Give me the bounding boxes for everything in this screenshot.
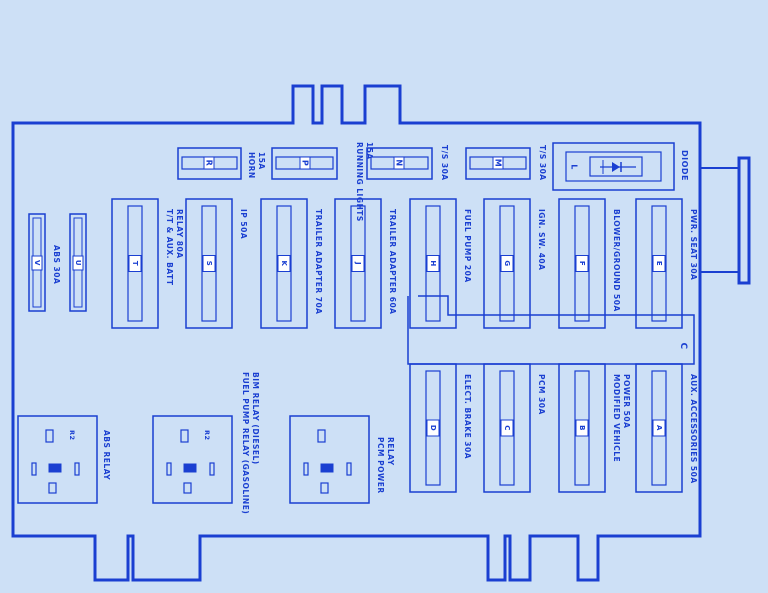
fuse-J-label: TRAILER ADAPTER 60A (388, 209, 397, 314)
relay-3-label: PCM POWER RELAY (376, 437, 395, 497)
fuse-U[interactable]: U (69, 213, 87, 312)
fuse-M-letter: M (494, 159, 503, 167)
fuse-T-label-line-1: T/T & AUX. BATT (165, 209, 174, 286)
relay-2-label-line-1: FUEL PUMP RELAY (GASOLINE) (241, 372, 250, 514)
fuse-P[interactable]: P RUNNING LIGHTS 15A (271, 142, 374, 225)
fuse-D-label: ELECT. BRAKE 30A (463, 374, 472, 459)
fuse-C[interactable]: C PCM 30A (483, 363, 546, 493)
fuse-E-letter: E (655, 261, 663, 266)
fuse-T[interactable]: T T/T & AUX. BATTRELAY 80A (111, 198, 184, 329)
fuse-D[interactable]: D ELECT. BRAKE 30A (409, 363, 472, 493)
diode-L[interactable]: L (552, 142, 675, 191)
fuse-N[interactable]: N T/S 30A (366, 145, 449, 181)
fuse-A-label: AUX. ACCESSORIES 50A (689, 374, 698, 484)
fuse-N-letter: N (395, 159, 404, 166)
fuse-H-label: FUEL PUMP 20A (463, 209, 472, 283)
fuse-F-label: BLOWER/GROUND 50A (612, 209, 621, 312)
relay-1-terminal: R2 (68, 430, 76, 441)
fuse-S-label: IP 50A (239, 209, 248, 239)
fuse-R-label: HORN 15A (247, 152, 266, 182)
relay-1-label: ABS RELAY (102, 430, 111, 480)
fuse-F[interactable]: F BLOWER/GROUND 50A (558, 198, 621, 329)
relay-group: R2 R2 (17, 415, 370, 504)
abs-fuse-label: ABS 30A (52, 245, 61, 284)
fuse-G-letter: G (503, 260, 511, 266)
fuse-row-upper: T T/T & AUX. BATTRELAY 80A S IP 50A K TRAILER… (111, 198, 698, 329)
fuse-box-outline (11, 84, 702, 582)
fuse-E[interactable]: E PWR. SEAT 30A (635, 198, 698, 329)
fuse-V[interactable]: V (28, 213, 46, 312)
fuse-R[interactable]: R HORN 15A (177, 147, 266, 182)
fuse-B[interactable]: B MODIFIED VEHICLEPOWER 50A (558, 363, 631, 493)
fuse-K[interactable]: K TRAILER ADAPTER 70A (260, 198, 323, 329)
fuse-K-label: TRAILER ADAPTER 70A (314, 209, 323, 314)
circuit-label: C (678, 342, 688, 349)
fuse-V-letter: V (33, 260, 41, 266)
fuse-B-label-line-2: POWER 50A (622, 374, 631, 428)
fuse-J-letter: J (354, 261, 362, 265)
fuse-R-letter: R (205, 160, 214, 167)
fuse-A-letter: A (655, 425, 663, 431)
fuse-F-letter: F (578, 261, 586, 266)
relay-2-terminal: R2 (203, 430, 211, 441)
fuse-P-letter: P (301, 160, 310, 166)
fuse-B-label: MODIFIED VEHICLEPOWER 50A (612, 374, 631, 462)
fuse-R-label-line-2: 15A (257, 152, 266, 170)
fuse-N-label: T/S 30A (440, 145, 449, 181)
fuse-T-label-line-2: RELAY 80A (175, 209, 184, 259)
fuse-C-label: PCM 30A (537, 374, 546, 415)
fuse-T-label: T/T & AUX. BATTRELAY 80A (165, 209, 184, 286)
fuse-M[interactable]: M T/S 30A (465, 145, 547, 181)
fuse-row-lower: D ELECT. BRAKE 30A C PCM 30A B MODIFIED VEHIC… (409, 363, 698, 493)
relay-2[interactable]: R2 (152, 415, 233, 504)
fuse-H[interactable]: H FUEL PUMP 20A (409, 198, 472, 329)
fuse-T-letter: T (131, 261, 139, 266)
fuse-U-letter: U (74, 260, 82, 266)
diode-letter: L (570, 164, 579, 170)
relay-2-label-line-2: BIM RELAY (DIESEL) (251, 372, 260, 465)
fuse-G-label: IGN. SW. 40A (537, 209, 546, 270)
fuse-K-letter: K (280, 261, 288, 267)
relay-3-label-line-2: RELAY (386, 437, 395, 466)
relay-3-label-line-1: PCM POWER (376, 437, 385, 494)
fuse-C-letter: C (503, 425, 511, 431)
fuse-B-letter: B (578, 425, 586, 431)
diode-symbol-icon (612, 162, 620, 172)
relay-2-label: FUEL PUMP RELAY (GASOLINE) BIM RELAY (DI… (241, 372, 260, 517)
fuse-P-label-line-2: 15A (365, 142, 374, 160)
fuse-P-label-line-1: RUNNING LIGHTS (355, 142, 364, 222)
fuse-M-label: T/S 30A (538, 145, 547, 181)
fuse-E-label: PWR. SEAT 30A (689, 209, 698, 280)
relay-1[interactable]: R2 (17, 415, 98, 504)
fuse-P-label: RUNNING LIGHTS 15A (355, 142, 374, 225)
side-connector (737, 156, 751, 285)
relay-3[interactable] (289, 415, 370, 504)
fuse-D-letter: D (429, 425, 437, 431)
fuse-G[interactable]: G IGN. SW. 40A (483, 198, 546, 329)
diode-label: DIODE (680, 150, 689, 181)
fuse-S-letter: S (205, 261, 213, 267)
fuse-J[interactable]: J TRAILER ADAPTER 60A (334, 198, 397, 329)
fuse-R-label-line-1: HORN (247, 152, 256, 179)
fuse-A[interactable]: A AUX. ACCESSORIES 50A (635, 363, 698, 493)
circuit-wire (407, 295, 695, 365)
fuse-B-label-line-1: MODIFIED VEHICLE (612, 374, 621, 462)
fuse-H-letter: H (429, 260, 437, 266)
fuse-S[interactable]: S IP 50A (185, 198, 248, 329)
